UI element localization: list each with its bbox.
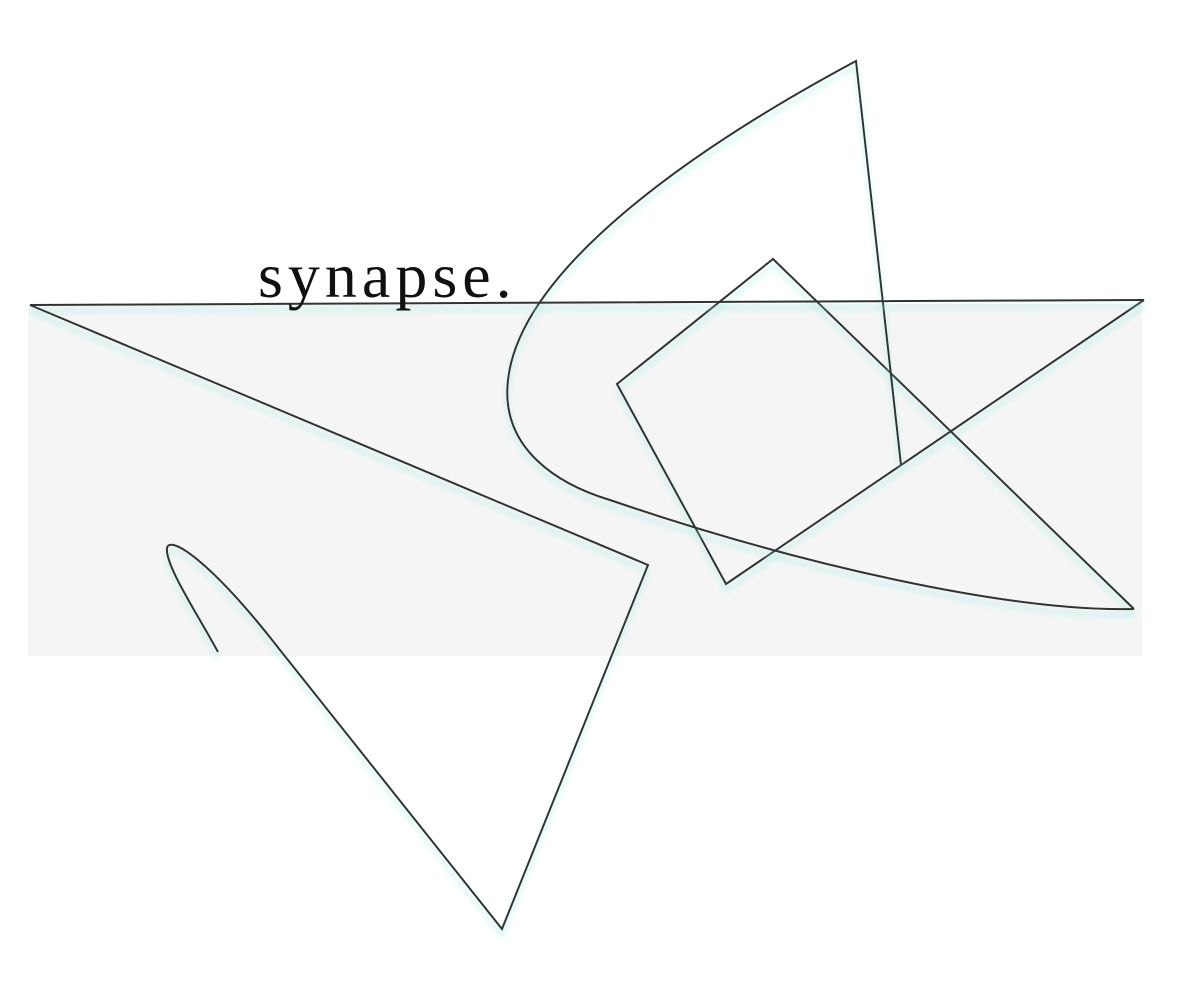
background-panel [28,304,1142,656]
lower-arrow-shape [29,299,1145,931]
curved-wedge-shape [506,59,1135,611]
zigzag-polyline [615,257,1145,610]
headline-text: synapse. [258,240,517,311]
